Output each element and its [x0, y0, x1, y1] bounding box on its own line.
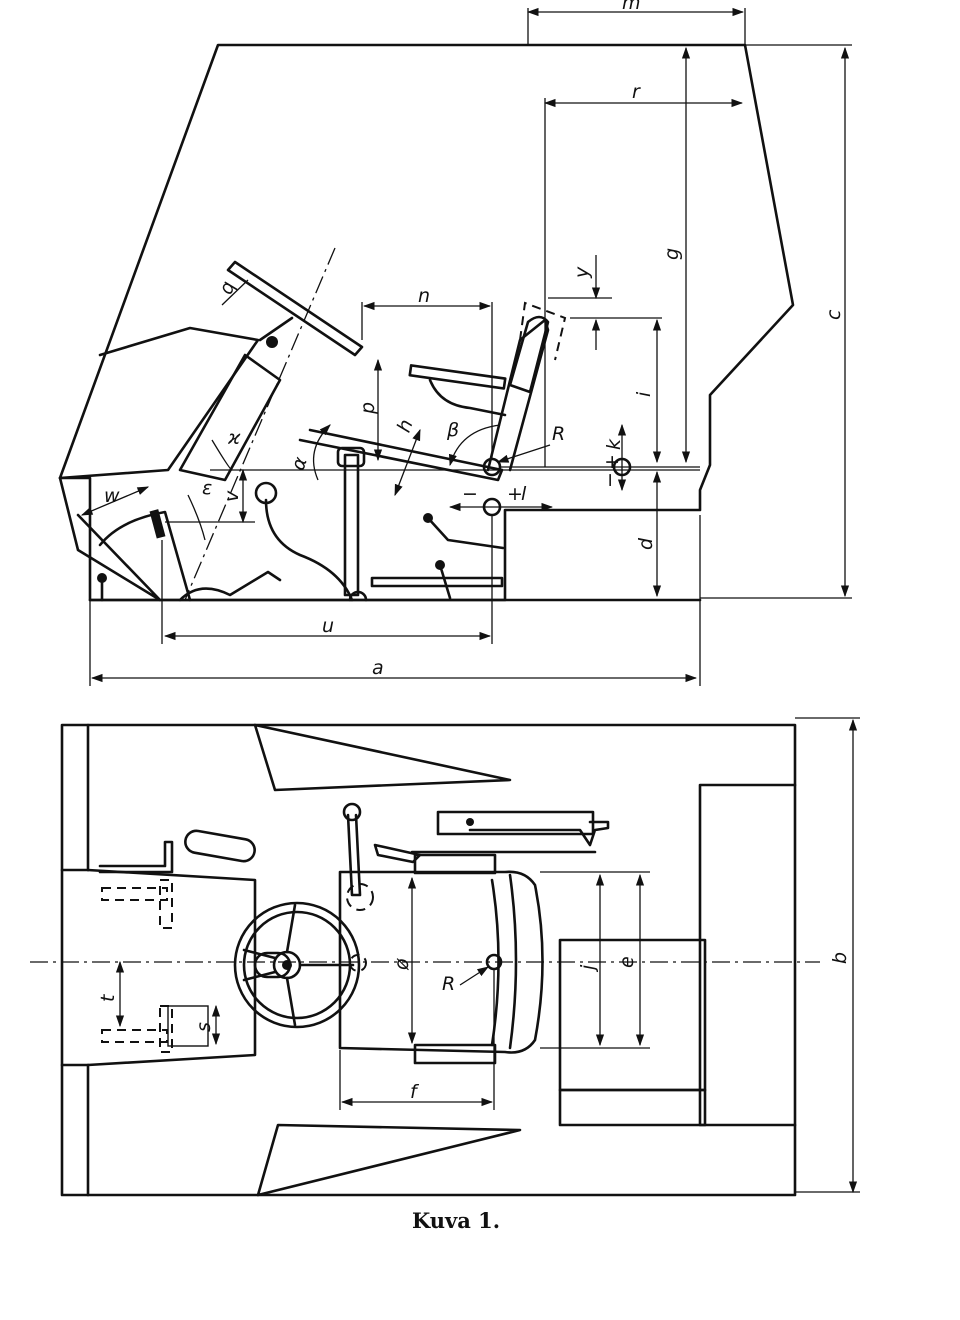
label-i: i: [633, 391, 655, 397]
floor-lever: [370, 576, 504, 588]
pedal-dashed-3: [101, 1029, 168, 1043]
angle-epsilon-arc: [187, 494, 206, 541]
angle-alpha-arc: [312, 424, 331, 481]
front-wall: [58, 476, 162, 602]
label-R-top: R: [442, 973, 455, 995]
gear-lever-top: [346, 813, 362, 897]
control-capsule: [184, 829, 256, 863]
steering-column: [178, 353, 282, 482]
label-s: s: [193, 1022, 215, 1032]
label-m: m: [622, 0, 641, 14]
angle-beta-arc: [448, 424, 501, 467]
seat-back-outline: [508, 315, 550, 394]
pedal-pad: [149, 509, 166, 539]
seat-pedestal: [343, 453, 360, 597]
label-l-minus: −: [462, 483, 478, 505]
label-k-plus: +: [601, 454, 623, 470]
seat-armrest: [408, 364, 507, 390]
front-fender-left: [253, 723, 512, 792]
rear-wall: [698, 783, 797, 1127]
steering-wheel-top: [233, 901, 361, 1029]
dim-h: [394, 428, 421, 497]
label-f: f: [410, 1081, 420, 1103]
label-R: R: [552, 423, 565, 445]
top-frame: [60, 723, 797, 1197]
figure-caption: Kuva 1.: [412, 1208, 500, 1233]
side-view: m r g c y i d n p h β R k + − − + l q ϰ …: [58, 0, 852, 686]
seat-back-dashed: [519, 301, 567, 361]
label-k-minus: −: [599, 472, 621, 488]
label-o: ø: [391, 958, 413, 971]
pedal-left: [98, 840, 174, 874]
gear-lever: [264, 498, 354, 602]
dashboard: [58, 326, 260, 480]
label-k: k: [603, 438, 625, 450]
seat-cushion: [298, 428, 504, 482]
pedal-dashed-4: [159, 1005, 173, 1053]
seat-rear-bar: [413, 1043, 497, 1065]
label-l: l: [521, 483, 527, 505]
front-fender-right: [256, 1123, 522, 1197]
label-d: d: [635, 537, 657, 550]
label-v: v: [221, 490, 243, 502]
steering-wheel-side: [226, 260, 364, 357]
label-beta: β: [446, 419, 459, 441]
hand-lever: [426, 516, 505, 550]
dim-q: [221, 279, 249, 306]
label-u: u: [322, 615, 334, 637]
dim-w: [80, 486, 150, 516]
seat-front-bar: [413, 853, 497, 875]
steering-hub: [266, 336, 278, 348]
label-g: g: [661, 248, 683, 260]
pedal-dashed-2: [159, 879, 173, 929]
lever-handle: [373, 843, 422, 864]
seat-pedestal-top: [336, 446, 366, 468]
label-a: a: [372, 657, 384, 679]
label-q: q: [215, 278, 240, 297]
seat-backrest: [486, 318, 550, 472]
label-b: b: [829, 952, 851, 964]
label-l-plus: +: [507, 483, 523, 505]
steering-axis: [184, 247, 336, 601]
top-view: b e j ø R f t s Kuva 1.: [30, 717, 860, 1233]
label-c: c: [823, 309, 845, 320]
label-kappa: ϰ: [227, 427, 241, 449]
gear-lever-knob-top: [342, 802, 362, 822]
seat-top: [338, 870, 544, 1054]
label-r: r: [632, 81, 641, 103]
pedal-dashed-1: [101, 887, 168, 901]
pedal-block-s: [167, 1005, 209, 1047]
hand-lever-knob: [423, 513, 433, 523]
label-w: w: [104, 485, 120, 507]
label-h: h: [393, 416, 418, 435]
steering-shaft: [258, 316, 294, 342]
label-epsilon: ε: [202, 477, 212, 499]
label-t: t: [97, 993, 119, 1002]
gear-lever-base: [346, 883, 374, 911]
angle-kappa-arc: [211, 439, 233, 471]
pedal-housing: [98, 510, 192, 602]
label-e: e: [616, 956, 638, 968]
gear-lever-knob: [254, 481, 278, 505]
label-p: p: [357, 402, 379, 415]
label-j: j: [577, 964, 599, 973]
label-n: n: [418, 285, 430, 307]
label-y: y: [571, 266, 593, 279]
